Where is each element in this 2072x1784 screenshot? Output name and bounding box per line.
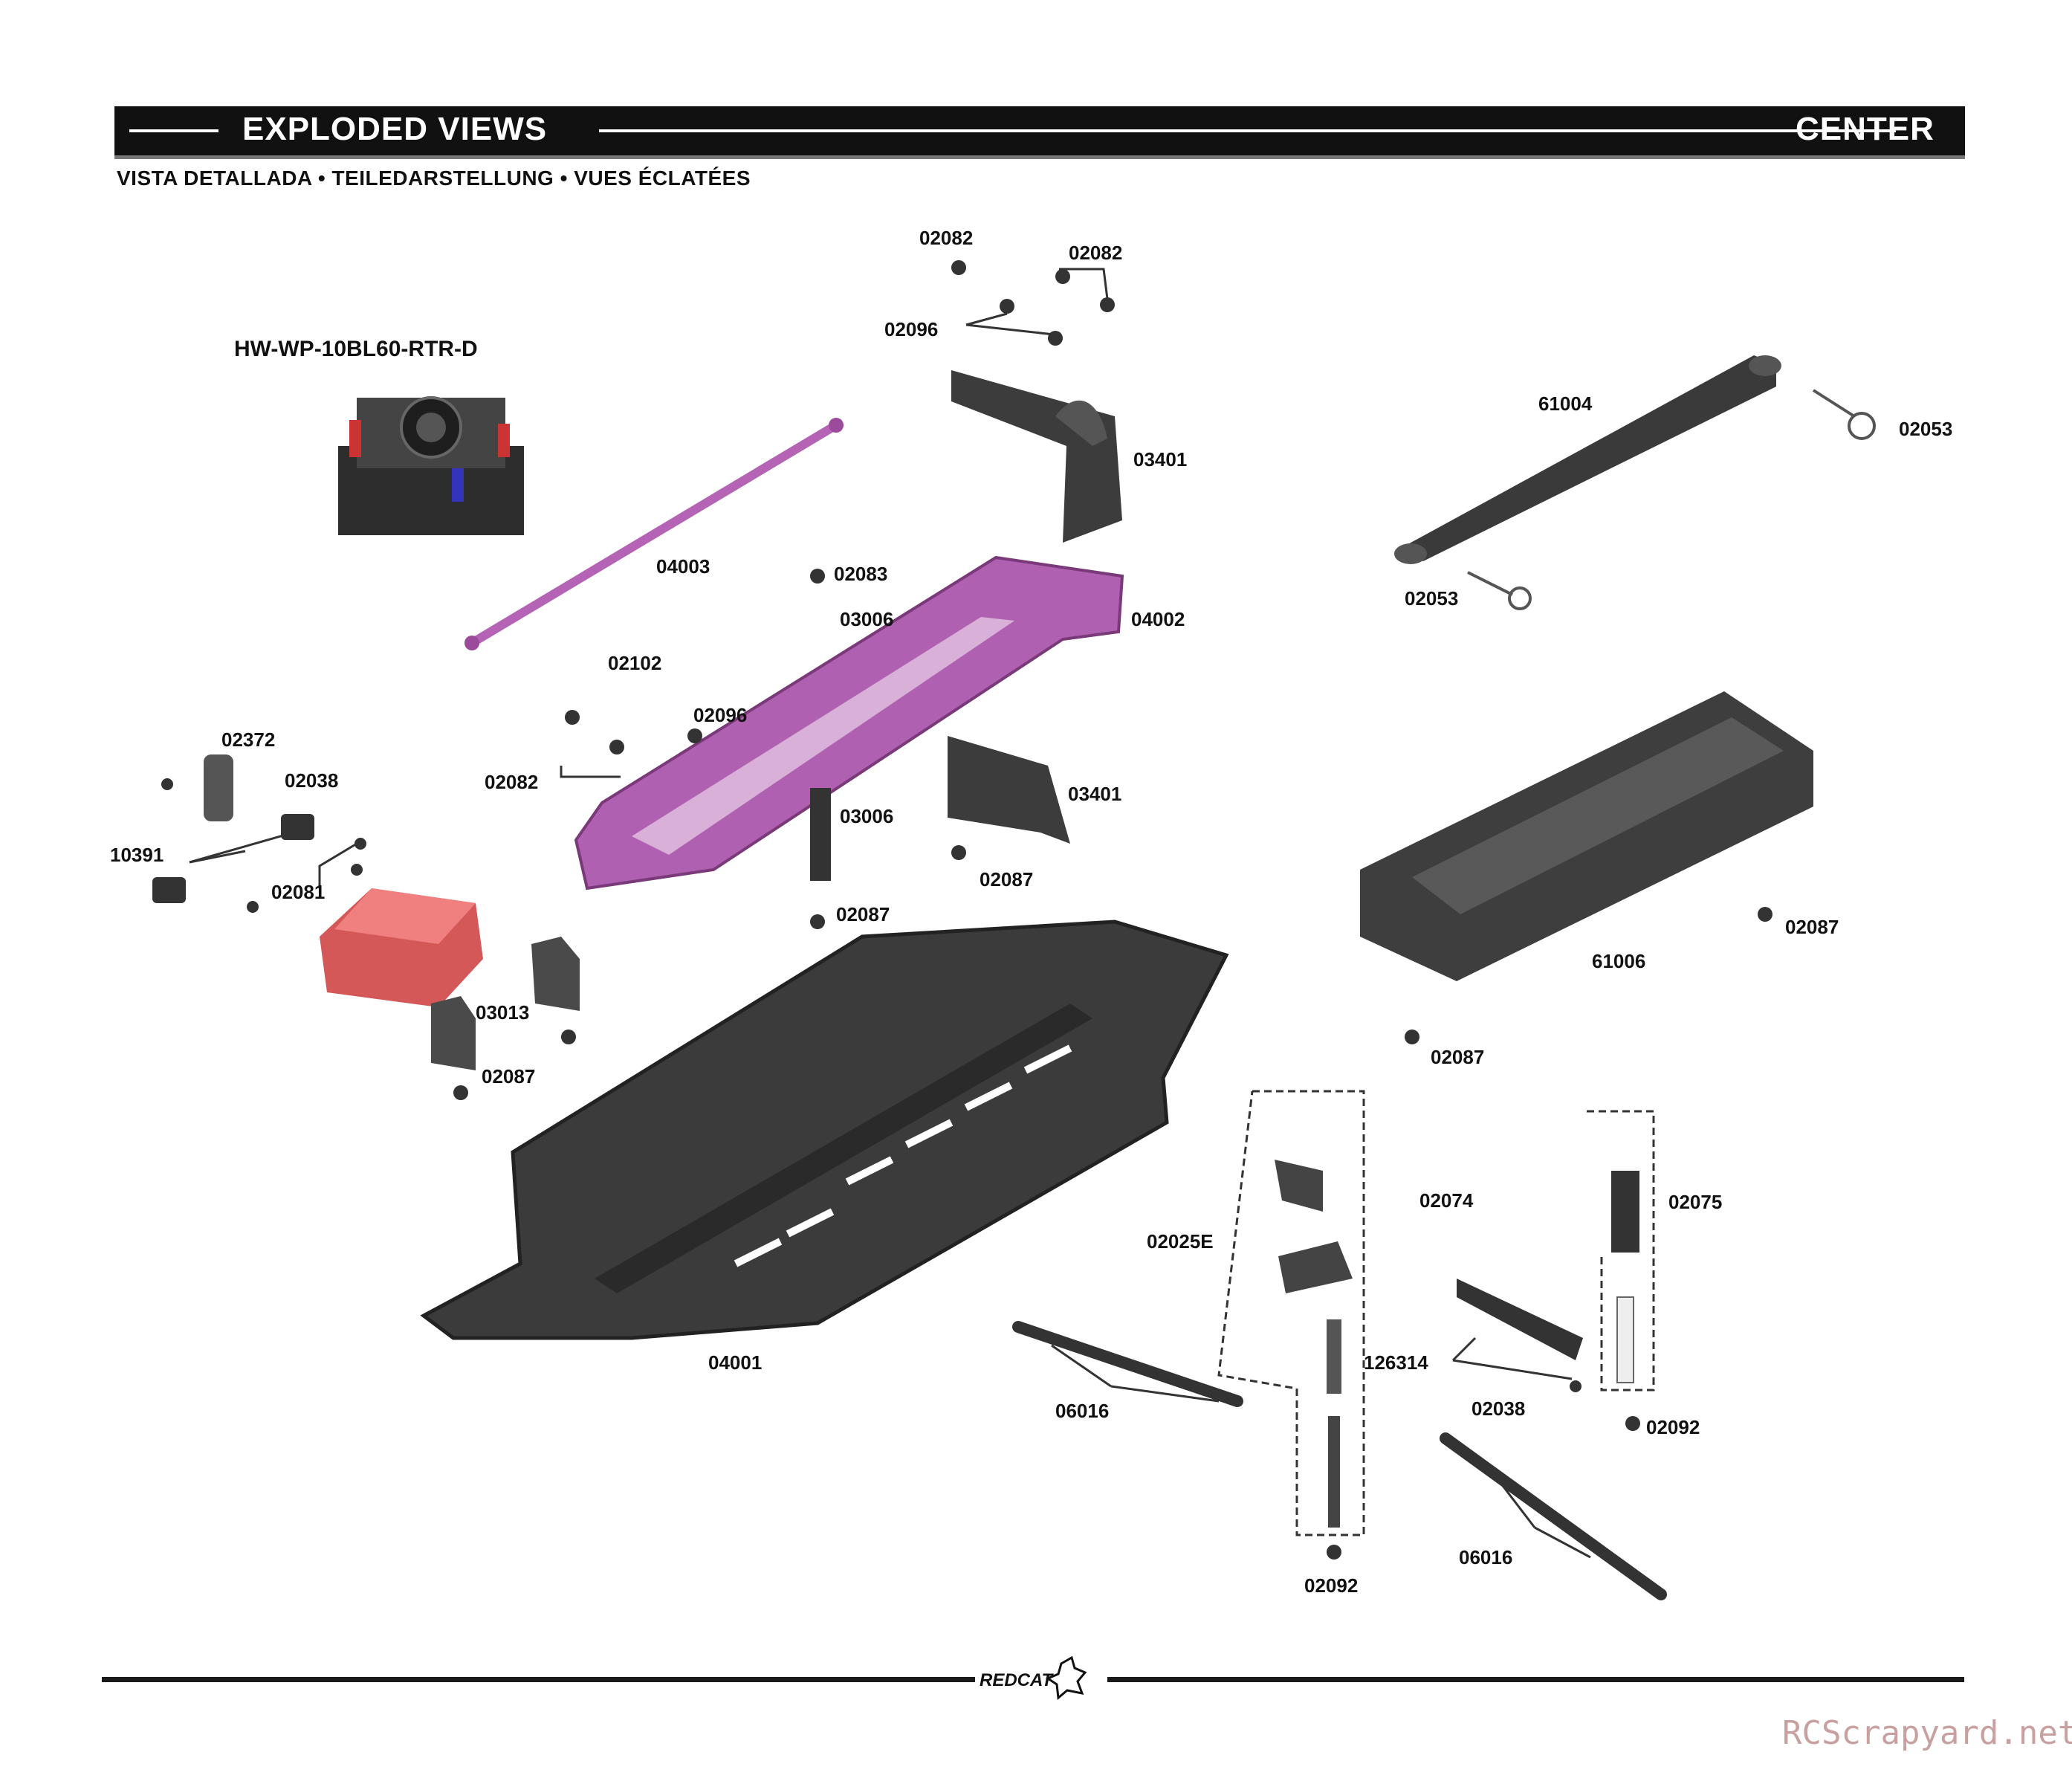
esc-module [338, 396, 524, 535]
part-label: 02087 [836, 903, 890, 925]
top-deck [574, 555, 1124, 891]
body-clips [1467, 389, 1876, 610]
brand-wordmark: REDCAT [980, 1670, 1055, 1690]
part-label: 02096 [884, 318, 939, 340]
part-label: 03006 [840, 805, 894, 827]
part-label: 02082 [1069, 242, 1123, 264]
part-label: 02082 [919, 227, 974, 249]
gear-guard [948, 736, 1070, 844]
part-label: 04001 [708, 1351, 763, 1374]
gear-cover [951, 370, 1122, 543]
part-label: 03013 [476, 1001, 530, 1024]
part-label: 02102 [608, 652, 662, 674]
watermark: RCScrapyard.net [1782, 1714, 2072, 1752]
part-label: 10391 [110, 844, 164, 866]
part-label: 02075 [1668, 1191, 1723, 1213]
part-label: 02025E [1147, 1230, 1214, 1253]
servo-mount-rear [531, 937, 580, 1011]
part-label: 02096 [693, 704, 748, 726]
part-label: 02087 [980, 868, 1034, 891]
part-label: 02083 [834, 563, 888, 585]
redcat-logo: REDCAT [974, 1652, 1107, 1704]
part-label: 61006 [1592, 950, 1646, 972]
footer-rule-left [102, 1677, 975, 1682]
servo-mount-front [431, 996, 476, 1070]
part-label: 02092 [1646, 1416, 1700, 1438]
part-label: 02038 [285, 769, 339, 792]
part-label-esc: HW-WP-10BL60-RTR-D [234, 337, 478, 361]
page-title: EXPLODED VIEWS [242, 111, 548, 147]
part-label: 06016 [1459, 1546, 1513, 1568]
battery-strap [1394, 355, 1781, 564]
part-label: 02087 [1431, 1046, 1485, 1068]
part-label: 02087 [482, 1065, 536, 1087]
footer-rule-right [1107, 1677, 1964, 1682]
part-label: 61004 [1538, 392, 1593, 415]
steering-assembly [1217, 1090, 1655, 1536]
page-subtitle: VISTA DETALLADA • TEILEDARSTELLUNG • VUE… [117, 167, 751, 190]
part-label: 02074 [1419, 1189, 1474, 1212]
part-label: 06016 [1055, 1400, 1110, 1422]
part-label: 04002 [1131, 608, 1185, 630]
part-label: 03006 [840, 608, 894, 630]
header-rule-left [129, 129, 218, 132]
header-bar: EXPLODED VIEWS CENTER [114, 106, 1965, 159]
part-label: 02038 [1472, 1397, 1526, 1420]
turnbuckles [1012, 1321, 1667, 1600]
part-label: 02372 [221, 728, 276, 751]
center-driveshaft [464, 418, 844, 650]
part-label: 02082 [485, 771, 539, 793]
part-label: 02092 [1304, 1574, 1359, 1597]
leader-lines [189, 268, 1591, 1559]
part-label: 04003 [656, 555, 710, 578]
servo [320, 888, 483, 1007]
header-rule-middle [599, 129, 1896, 132]
part-label: 02053 [1899, 418, 1953, 440]
battery-tray [1360, 691, 1813, 981]
part-label: 02053 [1405, 587, 1459, 610]
part-label: 02081 [271, 881, 326, 903]
part-label: 126314 [1364, 1351, 1428, 1374]
chassis-plate [420, 920, 1229, 1340]
section-title: CENTER [1796, 111, 1935, 147]
screws [161, 260, 1772, 1560]
part-label: 03401 [1068, 783, 1122, 805]
center-post [810, 788, 831, 881]
part-label: 02087 [1785, 916, 1839, 938]
part-label: 03401 [1133, 448, 1188, 471]
